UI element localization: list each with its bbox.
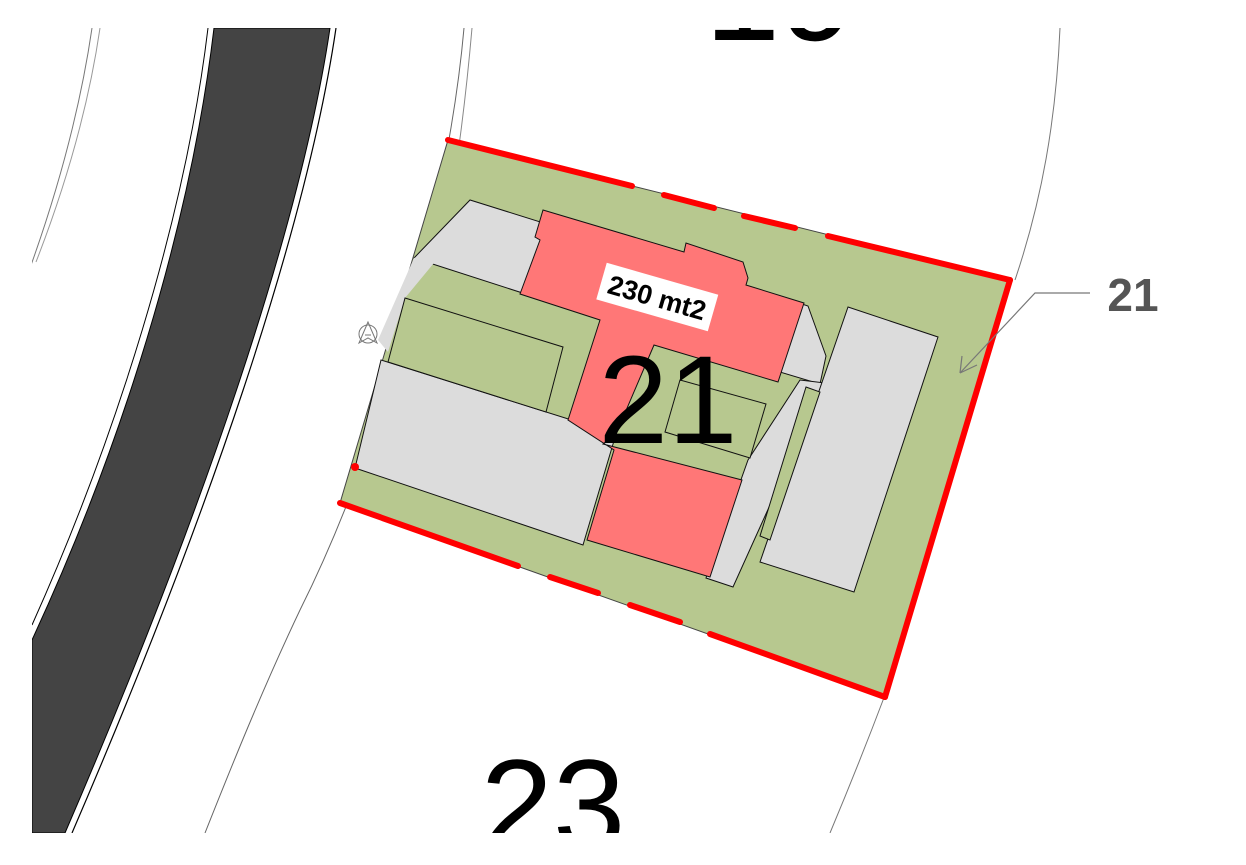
- garden-patch-east: [759, 386, 821, 541]
- lot-number-north: 19: [705, 0, 855, 69]
- paving-left-strip: [378, 246, 448, 352]
- road-edge-line: [32, 28, 209, 626]
- callout-label: 21: [1107, 269, 1158, 321]
- parcel-line: [35, 28, 101, 263]
- garden-patch-center: [664, 379, 767, 459]
- parcel-line: [829, 694, 886, 833]
- parcel-line: [1014, 28, 1061, 281]
- building-footprint: [519, 209, 805, 578]
- lot-boundary: [337, 137, 1013, 700]
- garden-patch-west: [387, 297, 564, 413]
- north-arrow-icon: [357, 320, 379, 345]
- boundary-marker: [351, 463, 359, 471]
- callout-arrowhead: [959, 355, 978, 374]
- road-edge-line: [71, 28, 337, 833]
- lot-number-south: 23: [481, 732, 626, 865]
- parcel-line: [32, 28, 93, 264]
- road: [32, 28, 331, 833]
- lot-number-center: 21: [598, 331, 737, 470]
- callout-leader-line: [959, 292, 1090, 374]
